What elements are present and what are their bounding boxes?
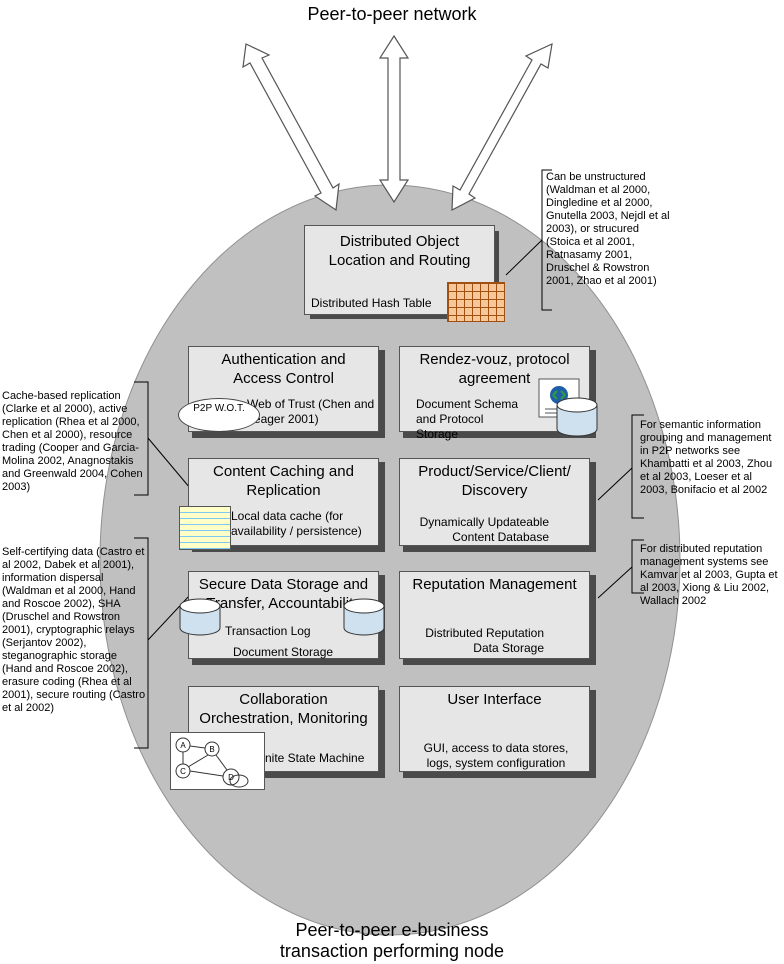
rendezvous-title: Rendez-vouz, protocol agreement	[419, 351, 570, 387]
fsm-node-d	[222, 768, 240, 786]
node-title: Peer-to-peer e-business transaction perf…	[0, 920, 784, 962]
reputation-subtitle: Distributed Reputation Data Storage	[425, 626, 544, 655]
caching-box: Content Caching and Replication Local da…	[188, 458, 379, 546]
fsm-node-b	[204, 741, 220, 757]
rendezvous-subtitle: Document Schema and Protocol Storage	[416, 397, 519, 441]
auth-title: Authentication and Access Control	[221, 351, 346, 387]
collaboration-title: Collaboration Orchestration, Monitoring	[199, 691, 368, 727]
storage-title: Secure Data Storage and Transfer, Accoun…	[198, 576, 369, 612]
note-unstructured: Can be unstructured (Waldman et al 2000,…	[546, 171, 670, 287]
dolr-subtitle: Distributed Hash Table	[311, 296, 432, 310]
note-brackets	[134, 169, 644, 749]
discovery-subtitle: Dynamically Updateable Content Database	[419, 515, 549, 544]
storage-document-storage: Document Storage	[233, 645, 334, 659]
collaboration-subtitle: Finite State Machine	[255, 751, 365, 765]
note-self-certifying: Self-certifying data (Castro et al 2002,…	[2, 546, 146, 714]
state-machine-icon: A B C D	[170, 732, 265, 790]
arrow-right	[451, 42, 553, 212]
storage-transaction-log: Transaction Log	[225, 624, 311, 638]
node-title-line-1: Peer-to-peer e-business	[295, 920, 489, 940]
user-interface-box: User Interface GUI, access to data store…	[399, 686, 590, 772]
document-storage-database-icon	[343, 598, 385, 636]
node-title-line-2: transaction performing node	[279, 941, 505, 961]
transaction-log-database-icon	[179, 598, 221, 636]
schema-document-icon	[538, 378, 598, 437]
fsm-label-a: A	[180, 741, 186, 750]
auth-subtitle: Web of Trust (Chen and Yeager 2001)	[247, 397, 375, 426]
user-interface-subtitle: GUI, access to data stores, logs, system…	[423, 741, 569, 770]
fsm-label-c: C	[180, 767, 186, 776]
reputation-box: Reputation Management Distributed Reputa…	[399, 571, 590, 659]
arrow-left	[242, 43, 340, 212]
fsm-label-d: D	[228, 773, 234, 782]
user-interface-title: User Interface	[447, 691, 542, 708]
p2p-wot-cloud-icon: P2P W.O.T.	[178, 398, 260, 432]
note-cache-replication: Cache-based replication (Clarke et al 20…	[2, 390, 143, 493]
dolr-title: Distributed Object Location and Routing	[328, 233, 471, 269]
fsm-label-b: B	[209, 745, 214, 754]
hash-table-icon	[447, 282, 505, 322]
reputation-title: Reputation Management	[412, 576, 577, 593]
note-semantic: For semantic information grouping and ma…	[640, 419, 773, 496]
local-cache-document-icon	[179, 506, 231, 550]
discovery-title: Product/Service/Client/ Discovery	[418, 463, 571, 499]
arrow-center	[378, 34, 410, 204]
note-reputation: For distributed reputation management sy…	[640, 543, 778, 607]
discovery-box: Product/Service/Client/ Discovery Dynami…	[399, 458, 590, 546]
caching-subtitle: Local data cache (for availability / per…	[231, 509, 362, 538]
network-title: Peer-to-peer network	[307, 4, 477, 24]
caching-title: Content Caching and Replication	[213, 463, 354, 499]
